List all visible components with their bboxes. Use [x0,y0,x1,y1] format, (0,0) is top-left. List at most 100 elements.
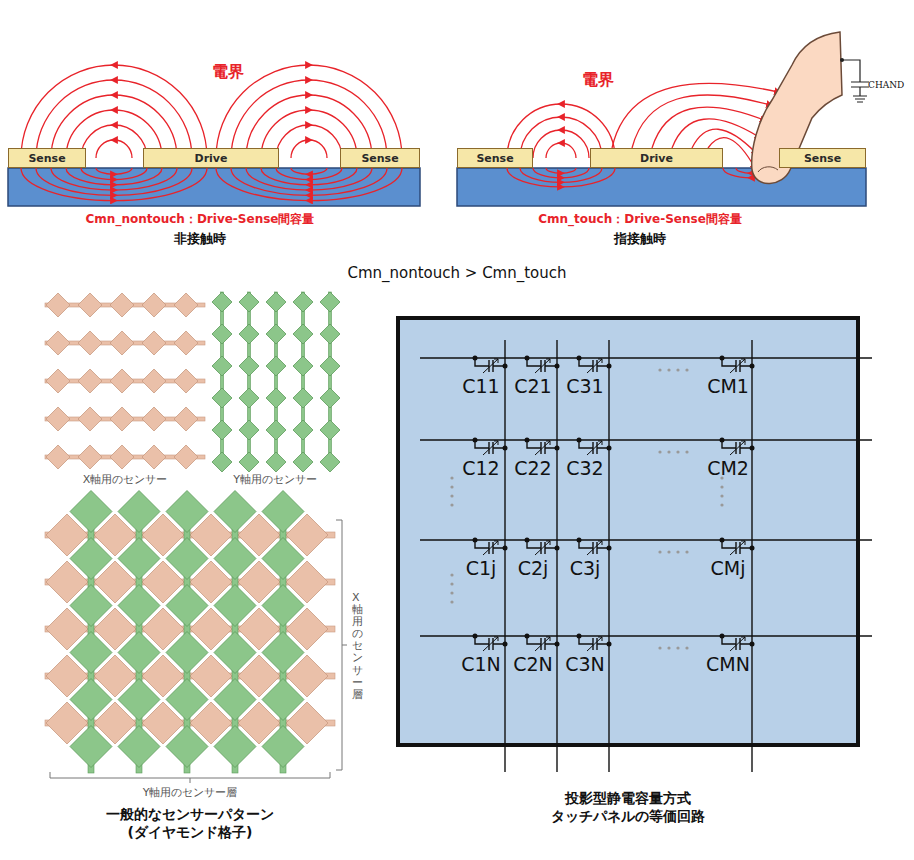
sensor-bar [329,292,332,470]
sensor-diamond [118,726,160,768]
capacitor-symbol [527,440,557,454]
electrode-label: Sense [28,152,65,165]
sensor-diamond [239,292,259,312]
electrode-label: Sense [804,152,841,165]
sensor-diamond [214,726,256,768]
sensor-diamond [266,388,286,408]
variable-arrow [587,359,602,373]
sensor-diamond [166,538,208,580]
row-line [420,539,872,540]
capacitor-label: C2N [513,653,553,677]
junction-dot [525,438,530,443]
junction-dot [473,356,478,361]
ellipsis-dot [667,450,670,453]
electrode: Drive [143,148,279,168]
layer-label: Y軸用のセンサー層 [143,786,238,800]
junction-dot [750,546,755,551]
junction-dot [473,438,478,443]
sensor-diamond [166,491,208,533]
capacitor-symbol [579,358,609,372]
sensor-diamond [70,726,112,768]
substrate [457,168,866,206]
junction-dot [577,538,582,543]
field-line [96,168,132,174]
sensor-diamond [110,407,134,431]
field-line [632,95,770,148]
field-line [216,168,402,201]
junction-dot [555,642,560,647]
sensor-diamond [174,407,198,431]
figure-caption: 投影型静電容量方式 タッチパネルの等価回路 [513,790,743,825]
variable-arrow [535,441,550,455]
ellipsis-dot [450,476,453,479]
capacitor-label: C12 [462,457,499,481]
sensor-diamond [78,331,102,355]
sensor-diamond [266,452,286,472]
sensor-diamond [239,356,259,376]
ellipsis-dot [685,550,688,553]
capacitor-label: C1N [461,653,501,677]
variable-arrow [587,541,602,555]
sensor-diamond [70,632,112,674]
capacitor-label: CM2 [707,457,749,481]
junction-dot [607,642,612,647]
capacitor-symbol [579,440,609,454]
junction-dot [750,642,755,647]
sensor-diamond [214,491,256,533]
sensor-diamond [78,407,102,431]
junction-dot [503,364,508,369]
junction-dot [525,538,530,543]
sensor-diamond [142,331,166,355]
junction-dot [720,538,725,543]
sensor-diamond [166,679,208,721]
junction-dot [607,364,612,369]
ellipsis-dot [450,582,453,585]
variable-arrow [587,637,602,651]
sensor-diamond [262,585,304,627]
field-line [546,168,576,173]
capacitor-symbol [722,358,752,372]
sensor-diamond [118,491,160,533]
ellipsis-dot [685,450,688,453]
sensor-diamond [239,420,259,440]
sensor-diamond [262,726,304,768]
field-line [231,168,387,195]
layer-label: X軸用のセンサー層 [352,592,363,701]
field-line [546,143,576,158]
hand-capacitance-label: CHAND [868,80,904,91]
sensor-diamond [118,585,160,627]
sensor-bar [302,292,305,470]
field-line [652,107,764,148]
field-line [81,168,147,180]
ellipsis-dot [450,591,453,594]
variable-arrow [587,441,602,455]
capacitor-symbol [475,358,505,372]
sensor-diamond [166,632,208,674]
sensor-diamond [142,445,166,469]
field-line [21,168,207,201]
field-label: 電界 [212,62,244,82]
sensor-diamond [46,369,70,393]
sensor-diamond [70,679,112,721]
capacitor-symbol [527,540,557,554]
junction-dot [607,546,612,551]
ellipsis-dot [450,573,453,576]
sensor-diamond [293,292,313,312]
junction-dot [607,446,612,451]
sensor-diamond [142,407,166,431]
ellipsis-dot [676,368,679,371]
field-line [291,140,327,158]
column-line [556,340,557,772]
column-line [608,340,609,772]
ellipsis-dot [676,646,679,649]
sensor-diamond [118,538,160,580]
variable-arrow [483,441,498,455]
sensor-diamond [212,324,232,344]
ellipsis-dot [676,450,679,453]
field-line [66,168,162,185]
junction-dot [577,634,582,639]
state-label: 非接触時 [174,231,226,247]
junction-dot [525,634,530,639]
ellipsis-dot [450,485,453,488]
junction-dot [525,356,530,361]
